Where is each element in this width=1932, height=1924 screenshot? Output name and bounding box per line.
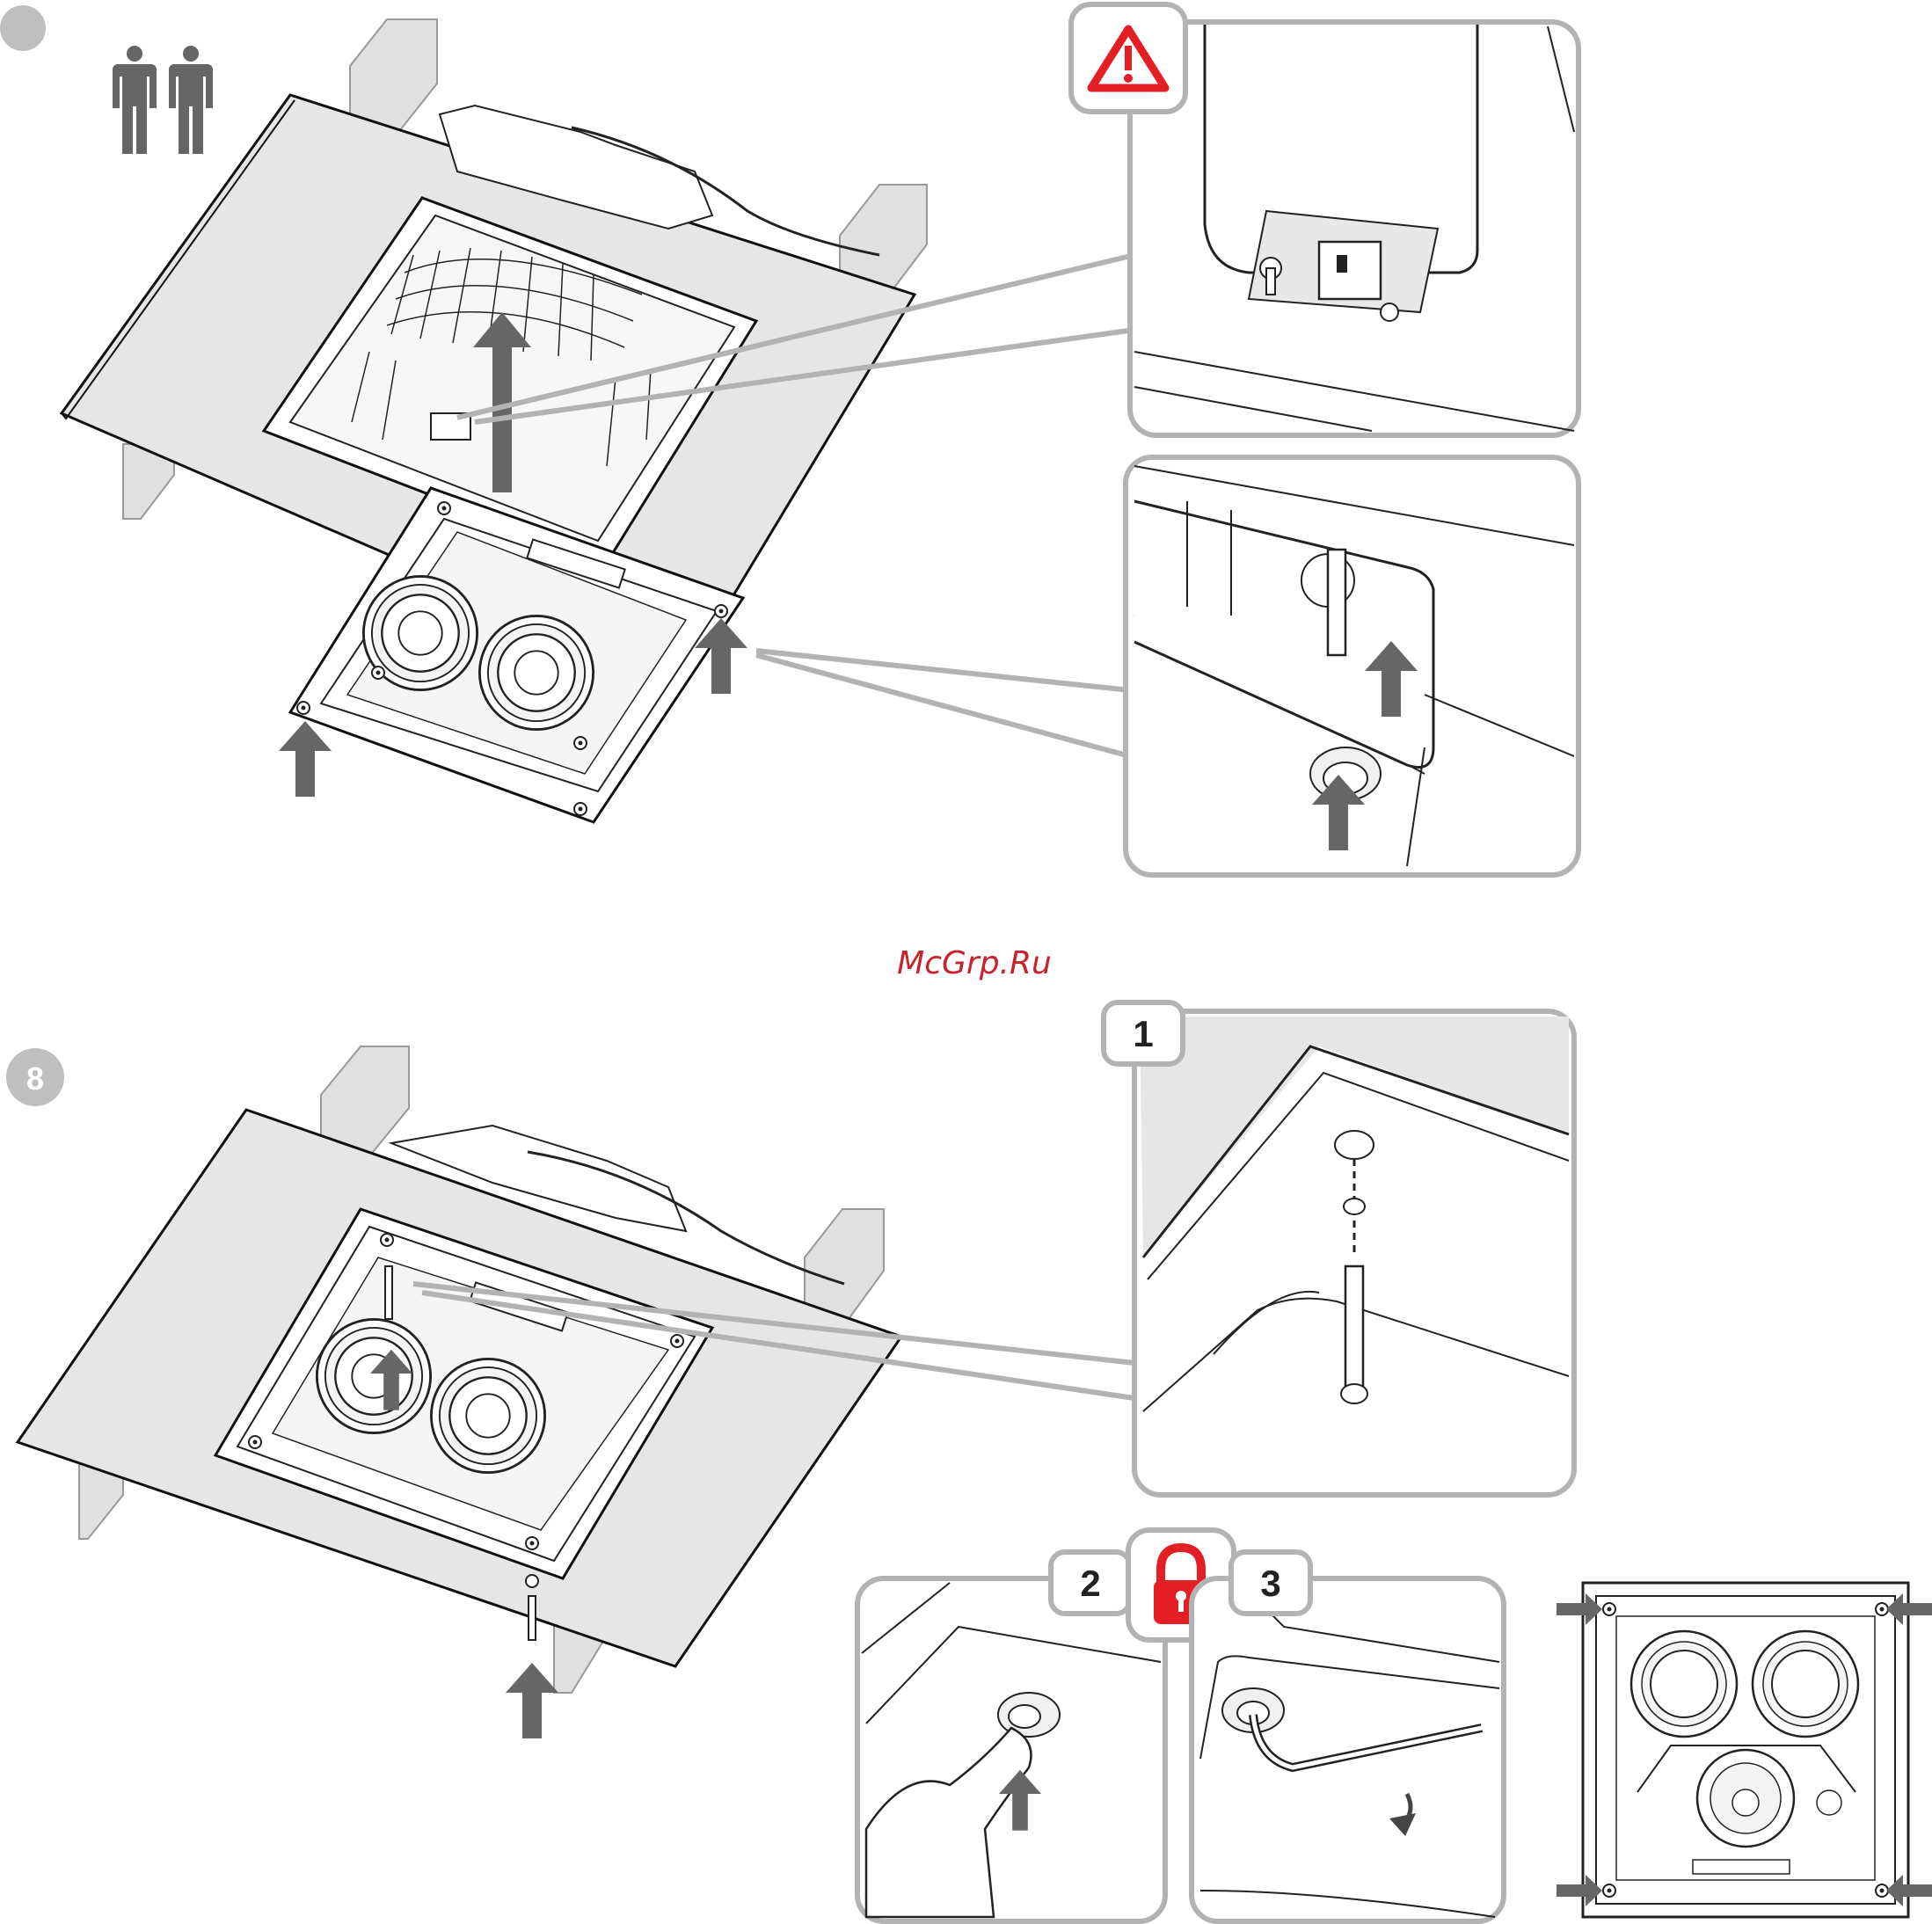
detail-number-3: 3 bbox=[1260, 1563, 1280, 1604]
bottom-step: 8 bbox=[6, 1002, 1932, 1921]
detail-panel-screw bbox=[1126, 457, 1578, 875]
detail-number-2: 2 bbox=[1080, 1563, 1100, 1604]
warning-icon bbox=[1071, 4, 1185, 112]
up-arrow-icon bbox=[279, 721, 332, 797]
step-number-8: 8 bbox=[26, 1060, 44, 1097]
detail-panel-connector bbox=[1130, 22, 1578, 435]
speaker-front-view bbox=[1557, 1583, 1932, 1917]
top-step bbox=[0, 4, 1578, 875]
detail-panel-1: 1 bbox=[1104, 1002, 1574, 1495]
step-badge-top bbox=[0, 5, 46, 51]
detail-panel-3: 3 bbox=[1192, 1552, 1504, 1921]
detail-number-1: 1 bbox=[1133, 1013, 1153, 1054]
watermark-text: McGrp.Ru bbox=[897, 945, 1052, 981]
loose-screw bbox=[526, 1575, 538, 1640]
two-people-icon bbox=[113, 46, 213, 154]
detail-panel-2: 2 bbox=[857, 1552, 1165, 1921]
up-arrow-icon bbox=[506, 1663, 558, 1738]
